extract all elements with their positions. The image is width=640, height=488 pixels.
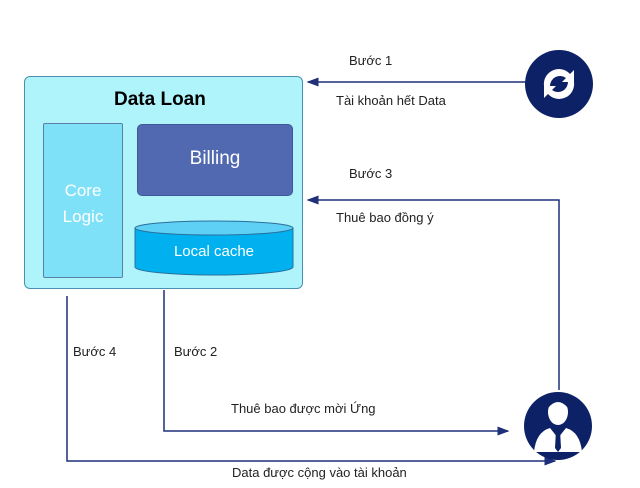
step2-arrow <box>163 290 510 436</box>
refresh-icon <box>525 50 593 118</box>
billing-label: Billing <box>189 148 241 169</box>
core-logic-text: Core Logic <box>62 181 104 226</box>
step3-arrow <box>306 195 560 390</box>
user-icon <box>524 392 592 460</box>
step3-label: Thuê bao đồng ý <box>336 210 434 225</box>
local-cache-label: Local cache <box>173 243 255 260</box>
step3-number: Bước 3 <box>349 166 393 181</box>
data-loan-title: Data Loan <box>114 89 206 110</box>
step4-arrow <box>66 296 557 466</box>
step4-label: Data được cộng vào tài khoản <box>232 465 407 480</box>
step1-number: Bước 1 <box>349 53 393 68</box>
billing-box <box>137 124 293 196</box>
local-cache-cylinder <box>134 220 294 276</box>
step2-label: Thuê bao được mời Ứng <box>231 401 376 416</box>
step1-label: Tài khoản hết Data <box>336 93 446 108</box>
step2-number: Bước 2 <box>174 344 218 359</box>
core-logic-box <box>43 123 123 278</box>
step4-number: Bước 4 <box>73 344 117 359</box>
core-logic-label: Core Logic <box>43 178 123 230</box>
